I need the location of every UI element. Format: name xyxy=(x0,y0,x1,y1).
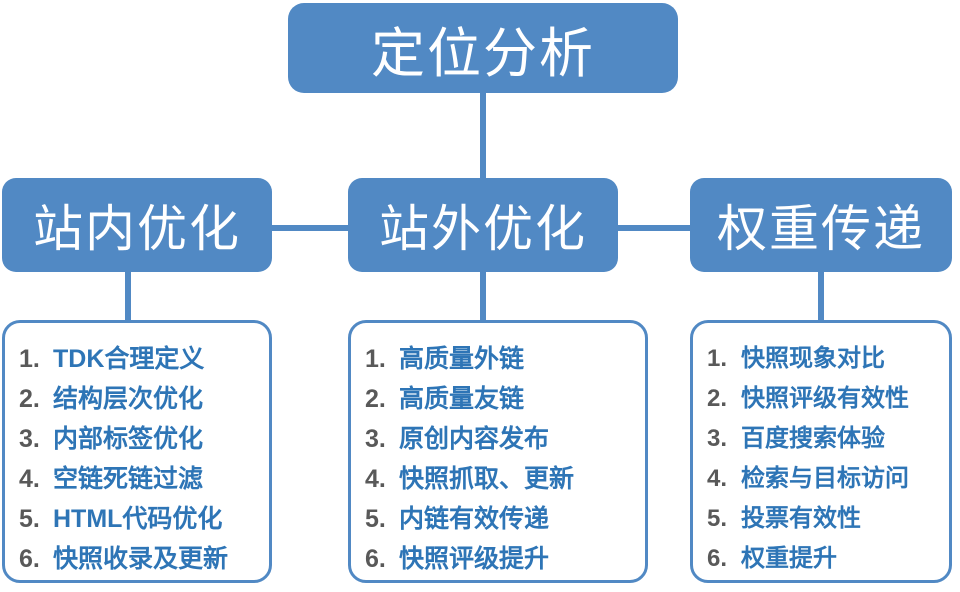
list-onsite: 1. TDK合理定义 2. 结构层次优化 3. 内部标签优化 4. 空链死链过滤… xyxy=(19,339,265,579)
list-item-number: 1. xyxy=(707,345,728,372)
list-item-label: 原创内容发布 xyxy=(399,425,550,453)
list-item[interactable]: 6. 快照收录及更新 xyxy=(19,539,265,579)
list-item-label: 内部标签优化 xyxy=(53,425,204,453)
list-item-number: 6. xyxy=(365,545,386,573)
list-offsite: 1. 高质量外链 2. 高质量友链 3. 原创内容发布 4. 快照抓取、更新 5… xyxy=(365,339,641,579)
connector-middle-branch-to-list xyxy=(480,270,486,322)
list-item-number: 3. xyxy=(707,425,728,452)
list-item[interactable]: 1. 快照现象对比 xyxy=(707,339,945,379)
list-item-number: 3. xyxy=(19,425,40,453)
list-item-number: 5. xyxy=(19,505,40,533)
connector-left-branch-to-list xyxy=(125,270,131,322)
node-branch-offsite[interactable]: 站外优化 xyxy=(348,178,618,272)
node-branch-weight-label: 权重传递 xyxy=(717,201,925,257)
node-branch-offsite-label: 站外优化 xyxy=(379,201,587,257)
list-item-label: 权重提升 xyxy=(741,545,837,572)
list-item-number: 3. xyxy=(365,425,386,453)
node-branch-onsite[interactable]: 站内优化 xyxy=(2,178,272,272)
connector-middle-to-right xyxy=(614,225,694,231)
list-item[interactable]: 3. 百度搜索体验 xyxy=(707,419,945,459)
list-item[interactable]: 1. 高质量外链 xyxy=(365,339,641,379)
list-item-number: 4. xyxy=(707,465,728,492)
list-item[interactable]: 5. 内链有效传递 xyxy=(365,499,641,539)
node-root-label: 定位分析 xyxy=(371,23,595,84)
connector-root-to-middle xyxy=(480,93,486,179)
list-item-number: 2. xyxy=(365,385,386,413)
list-item-label: HTML代码优化 xyxy=(53,505,223,533)
list-item[interactable]: 2. 快照评级有效性 xyxy=(707,379,945,419)
list-item-label: 结构层次优化 xyxy=(53,385,204,413)
list-item-number: 5. xyxy=(707,505,728,532)
list-item-label: 快照评级提升 xyxy=(399,545,550,573)
list-item[interactable]: 4. 空链死链过滤 xyxy=(19,459,265,499)
list-item-label: TDK合理定义 xyxy=(53,345,205,373)
node-branch-onsite-label: 站内优化 xyxy=(33,201,241,257)
list-box-onsite: 1. TDK合理定义 2. 结构层次优化 3. 内部标签优化 4. 空链死链过滤… xyxy=(2,320,272,583)
list-item-label: 空链死链过滤 xyxy=(53,465,204,493)
list-item[interactable]: 3. 原创内容发布 xyxy=(365,419,641,459)
list-item-label: 投票有效性 xyxy=(741,505,861,532)
list-item[interactable]: 4. 检索与目标访问 xyxy=(707,459,945,499)
list-item-label: 检索与目标访问 xyxy=(741,465,909,492)
list-item-number: 6. xyxy=(19,545,40,573)
list-item-number: 5. xyxy=(365,505,386,533)
list-item-label: 快照现象对比 xyxy=(741,345,885,372)
list-item-label: 快照收录及更新 xyxy=(53,545,229,573)
list-item-number: 1. xyxy=(365,345,386,373)
list-item-label: 高质量友链 xyxy=(399,385,525,413)
list-item-number: 4. xyxy=(19,465,40,493)
connector-right-branch-to-list xyxy=(818,270,824,322)
list-item-label: 百度搜索体验 xyxy=(741,425,885,452)
list-item-label: 内链有效传递 xyxy=(399,505,550,533)
list-item[interactable]: 2. 结构层次优化 xyxy=(19,379,265,419)
node-root[interactable]: 定位分析 xyxy=(288,3,678,93)
list-item[interactable]: 6. 快照评级提升 xyxy=(365,539,641,579)
list-box-weight: 1. 快照现象对比 2. 快照评级有效性 3. 百度搜索体验 4. 检索与目标访… xyxy=(690,320,952,583)
list-item[interactable]: 1. TDK合理定义 xyxy=(19,339,265,379)
list-item[interactable]: 5. HTML代码优化 xyxy=(19,499,265,539)
list-item[interactable]: 3. 内部标签优化 xyxy=(19,419,265,459)
list-item-label: 高质量外链 xyxy=(399,345,525,373)
list-item[interactable]: 6. 权重提升 xyxy=(707,539,945,579)
list-item[interactable]: 4. 快照抓取、更新 xyxy=(365,459,641,499)
list-item-label: 快照评级有效性 xyxy=(741,385,909,412)
list-item[interactable]: 5. 投票有效性 xyxy=(707,499,945,539)
list-weight: 1. 快照现象对比 2. 快照评级有效性 3. 百度搜索体验 4. 检索与目标访… xyxy=(707,339,945,579)
list-item-number: 2. xyxy=(707,385,728,412)
connector-left-to-middle xyxy=(268,225,352,231)
list-item[interactable]: 2. 高质量友链 xyxy=(365,379,641,419)
list-box-offsite: 1. 高质量外链 2. 高质量友链 3. 原创内容发布 4. 快照抓取、更新 5… xyxy=(348,320,648,583)
node-branch-weight[interactable]: 权重传递 xyxy=(690,178,952,272)
list-item-number: 6. xyxy=(707,545,728,572)
list-item-number: 4. xyxy=(365,465,386,493)
list-item-label: 快照抓取、更新 xyxy=(399,465,575,493)
list-item-number: 1. xyxy=(19,345,40,373)
list-item-number: 2. xyxy=(19,385,40,413)
